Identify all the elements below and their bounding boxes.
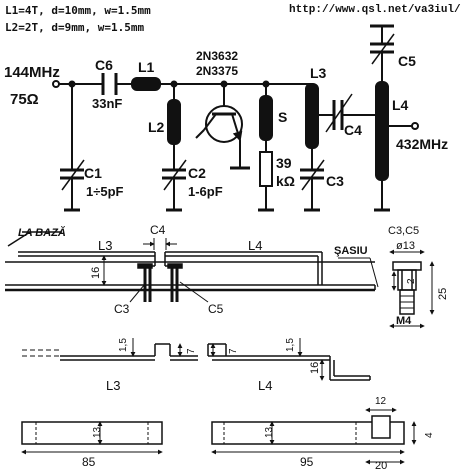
l4-plan-tab xyxy=(371,415,391,439)
c4-trim-arrow xyxy=(325,93,353,133)
c6-value: 33nF xyxy=(92,96,122,111)
assembly-c4-label: C4 xyxy=(150,223,166,237)
assembly-l4-label: L4 xyxy=(248,238,262,253)
trimmer-dim-2: 2 xyxy=(406,278,417,284)
la-baza-label: LA BAZĂ xyxy=(18,226,66,239)
side-dim-1-5-b: 1,5 xyxy=(285,338,296,352)
schematic xyxy=(52,24,419,212)
trimmer-dim-25: 25 xyxy=(437,288,449,300)
assembly-view xyxy=(5,231,435,329)
input-terminal xyxy=(52,80,60,88)
trimmer-diameter: ø13 xyxy=(396,240,415,252)
choke-s-label: S xyxy=(278,109,287,125)
side-l3-label: L3 xyxy=(106,378,120,393)
trimmer-label: C3,C5 xyxy=(388,225,419,237)
l2-label: L2 xyxy=(148,119,165,135)
side-dim-7-a: 7 xyxy=(186,348,197,354)
l1-label: L1 xyxy=(138,59,155,75)
c3-label: C3 xyxy=(326,173,344,189)
transistor-type-2: 2N3375 xyxy=(196,64,238,78)
plan-dim-13-b: 13 xyxy=(264,426,275,438)
l1-inductor xyxy=(131,77,161,91)
input-impedance: 75Ω xyxy=(10,91,39,108)
coil-l2-spec: L2=2T, d=9mm, w=1.5mm xyxy=(5,21,145,34)
output-terminal xyxy=(411,122,419,130)
input-frequency: 144MHz xyxy=(4,64,60,81)
assembly-l3-label: L3 xyxy=(98,238,112,253)
trimmer-thread: M4 xyxy=(396,315,412,327)
plan-dim-20: 20 xyxy=(375,460,387,470)
sasiu-label: ŞASIU xyxy=(334,245,368,257)
plan-view-labels: 13 85 13 12 4 95 20 xyxy=(82,396,435,470)
c1-label: C1 xyxy=(84,165,102,181)
plan-views xyxy=(21,407,417,465)
schematic-labels: 144MHz 75Ω C6 33nF L1 2N3632 2N3375 L2 C… xyxy=(4,49,448,199)
l4-plan-strip xyxy=(211,421,405,445)
c3-trim-arrow xyxy=(301,159,325,191)
side-view-labels: 1,5 7 L3 1,5 7 16 L4 xyxy=(106,338,321,393)
assembly-c5-label: C5 xyxy=(208,302,224,316)
c4-label: C4 xyxy=(344,122,362,138)
side-l4-label: L4 xyxy=(258,378,272,393)
c5-label: C5 xyxy=(398,53,416,69)
l3-plan-strip xyxy=(21,421,163,445)
side-dim-16: 16 xyxy=(309,362,321,374)
c2-trim-arrow xyxy=(163,159,187,191)
plan-dim-85: 85 xyxy=(82,455,96,469)
side-dim-1-5-a: 1,5 xyxy=(118,338,129,352)
resistor-value: 39 xyxy=(276,155,292,171)
source-url: http://www.qsl.net/va3iul/ xyxy=(289,4,461,16)
transistor-symbol xyxy=(205,105,243,143)
c2-value: 1-6pF xyxy=(188,184,223,199)
transistor-type-1: 2N3632 xyxy=(196,49,238,63)
c5-trim-arrow xyxy=(371,33,395,65)
plan-dim-12: 12 xyxy=(375,396,387,407)
plan-dim-95: 95 xyxy=(300,455,314,469)
rf-choke-s xyxy=(259,95,273,141)
c6-label: C6 xyxy=(95,57,113,73)
c3-trimmer-head xyxy=(137,263,153,269)
side-dim-7-b: 7 xyxy=(228,348,239,354)
l4-label: L4 xyxy=(392,97,409,113)
coil-l1-spec: L1=4T, d=10mm, w=1.5mm xyxy=(5,4,151,17)
side-views xyxy=(22,338,371,381)
trimmer-detail-head xyxy=(392,261,422,271)
assembly-dim-16: 16 xyxy=(90,267,102,279)
resistor-unit: kΩ xyxy=(276,173,295,189)
resistor-39k xyxy=(259,151,273,187)
l3-label: L3 xyxy=(310,65,327,81)
output-frequency: 432MHz xyxy=(396,136,448,152)
plan-dim-4: 4 xyxy=(424,432,435,438)
assembly-labels: LA BAZĂ L3 C4 L4 ŞASIU 16 C3 C5 C3,C5 ø1… xyxy=(18,223,449,327)
plan-dim-13-a: 13 xyxy=(92,426,103,438)
l2-inductor xyxy=(167,99,181,145)
c1-trim-arrow xyxy=(61,159,85,191)
assembly-c3-label: C3 xyxy=(114,302,130,316)
l4-inductor xyxy=(375,81,389,181)
c2-label: C2 xyxy=(188,165,206,181)
c1-value: 1÷5pF xyxy=(86,184,124,199)
l3-inductor xyxy=(305,83,319,149)
c5-trimmer-head xyxy=(167,263,183,269)
